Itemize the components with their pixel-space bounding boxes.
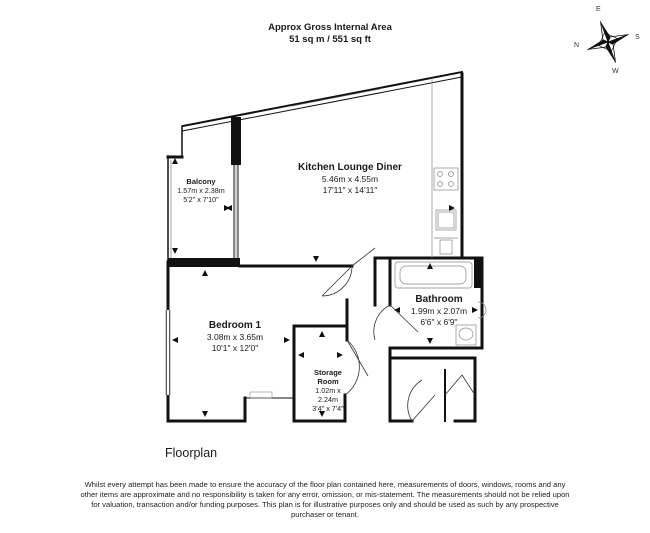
gross-area: Approx Gross Internal Area 51 sq m / 551… xyxy=(200,22,460,46)
balcony-window xyxy=(165,160,237,395)
room-imperial: 17'11" x 14'11" xyxy=(322,184,378,195)
room-metric: 3.08m x 3.65m xyxy=(206,332,264,342)
compass-letter-e: E xyxy=(596,6,601,13)
room-imperial: 3'4" x 7'4" xyxy=(312,404,344,413)
measurement-arrows xyxy=(172,158,478,417)
doors xyxy=(321,247,476,422)
compass-letter-n: N xyxy=(574,42,580,49)
room-name: Balcony xyxy=(186,177,216,186)
room-metric: 1.99m x 2.07m xyxy=(410,306,468,316)
compass: E N S W xyxy=(572,6,642,81)
compass-rose-icon xyxy=(587,21,629,63)
room-name: Kitchen Lounge Diner xyxy=(298,162,402,173)
gross-area-title: Approx Gross Internal Area xyxy=(268,22,392,33)
room-name: Storage Room xyxy=(314,368,342,386)
room-kitchen-lounge-diner: Kitchen Lounge Diner 5.46m x 4.55m 17'11… xyxy=(280,162,420,195)
compass-letter-s: S xyxy=(635,34,640,41)
room-imperial: 6'6" x 6'9" xyxy=(420,316,458,327)
room-imperial: 10'1" x 12'0" xyxy=(211,342,259,353)
bathroom-fixtures xyxy=(394,261,487,346)
room-metric: 1.02m x 2.24m xyxy=(315,386,341,404)
floorplan-caption: Floorplan xyxy=(165,446,218,460)
room-storage: Storage Room 1.02m x 2.24m 3'4" x 7'4" xyxy=(306,368,350,413)
room-balcony: Balcony 1.57m x 2.38m 5'2" x 7'10" xyxy=(172,177,230,204)
room-name: Bedroom 1 xyxy=(208,320,262,331)
gross-area-value: 51 sq m / 551 sq ft xyxy=(289,34,371,45)
kitchen-fixtures xyxy=(431,78,459,258)
outer-walls xyxy=(166,70,484,423)
room-bedroom-1: Bedroom 1 3.08m x 3.65m 10'1" x 12'0" xyxy=(185,320,285,353)
compass-letter-w: W xyxy=(612,68,619,75)
room-bathroom: Bathroom 1.99m x 2.07m 6'6" x 6'9" xyxy=(393,294,485,327)
room-metric: 5.46m x 4.55m xyxy=(321,174,379,184)
room-metric: 1.57m x 2.38m xyxy=(177,186,225,195)
room-imperial: 5'2" x 7'10" xyxy=(183,195,219,204)
room-name: Bathroom xyxy=(415,294,463,305)
disclaimer-text: Whilst every attempt has been made to en… xyxy=(80,480,570,519)
storage-fixture xyxy=(249,391,273,399)
